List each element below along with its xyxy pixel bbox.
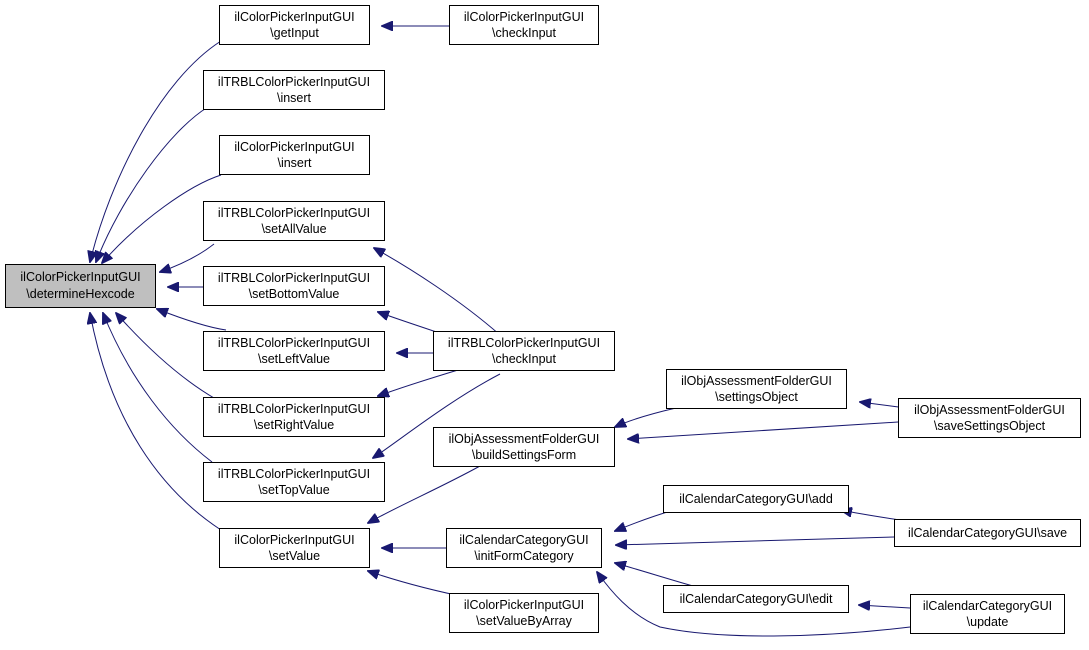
node-trbl-insert[interactable]: ilTRBLColorPickerInputGUI \insert: [203, 70, 385, 110]
edge-trbl-insert-to-root: [96, 106, 209, 262]
node-line1: ilTRBLColorPickerInputGUI: [448, 336, 600, 350]
edge-setLeftValue-to-root: [157, 309, 227, 331]
node-line2: \setRightValue: [254, 418, 334, 432]
node-line1: ilColorPickerInputGUI: [234, 140, 354, 154]
node-line1: ilCalendarCategoryGUI: [923, 599, 1052, 613]
node-cal-save[interactable]: ilCalendarCategoryGUI\save: [894, 519, 1081, 547]
node-trbl-setTopValue[interactable]: ilTRBLColorPickerInputGUI \setTopValue: [203, 462, 385, 502]
edge-save-to-initFormCategory: [616, 536, 895, 545]
node-line2: \buildSettingsForm: [472, 448, 576, 462]
node-line2: \setValueByArray: [476, 614, 572, 628]
node-line2: \setLeftValue: [258, 352, 330, 366]
node-cp-setValueByArray[interactable]: ilColorPickerInputGUI \setValueByArray: [449, 593, 599, 633]
node-line1: ilCalendarCategoryGUI\save: [908, 526, 1067, 540]
node-line2: \settingsObject: [715, 390, 798, 404]
node-line1: ilTRBLColorPickerInputGUI: [218, 467, 370, 481]
edge-add-to-initFormCategory: [615, 509, 675, 531]
node-trbl-setBottomValue[interactable]: ilTRBLColorPickerInputGUI \setBottomValu…: [203, 266, 385, 306]
node-line2: \checkInput: [492, 26, 556, 40]
node-line2: \setBottomValue: [249, 287, 340, 301]
node-line1: ilColorPickerInputGUI: [234, 533, 354, 547]
node-cp-getInput[interactable]: ilColorPickerInputGUI \getInput: [219, 5, 370, 45]
edge-trblCheck-to-setAllValue: [374, 248, 501, 336]
node-trbl-checkInput[interactable]: ilTRBLColorPickerInputGUI \checkInput: [433, 331, 615, 371]
node-line1: ilCalendarCategoryGUI\add: [679, 492, 833, 506]
node-line1: ilObjAssessmentFolderGUI: [681, 374, 832, 388]
node-line1: ilColorPickerInputGUI: [234, 10, 354, 24]
node-line2: \setAllValue: [261, 222, 326, 236]
edge-update-to-initFormCategory: [597, 572, 911, 637]
edge-buildSettingsForm-to-setValue: [368, 465, 481, 523]
node-line1: ilColorPickerInputGUI: [464, 598, 584, 612]
node-line1: ilTRBLColorPickerInputGUI: [218, 75, 370, 89]
node-line1: ilColorPickerInputGUI: [464, 10, 584, 24]
edge-getInput-to-root: [90, 40, 222, 262]
node-cp-insert[interactable]: ilColorPickerInputGUI \insert: [219, 135, 370, 175]
node-oaf-settingsObject[interactable]: ilObjAssessmentFolderGUI \settingsObject: [666, 369, 847, 409]
node-cp-setValue[interactable]: ilColorPickerInputGUI \setValue: [219, 528, 370, 568]
node-line2: \checkInput: [492, 352, 556, 366]
node-cal-add[interactable]: ilCalendarCategoryGUI\add: [663, 485, 849, 513]
edge-edit-to-initFormCategory: [615, 563, 694, 587]
edge-update-to-edit: [859, 605, 911, 608]
node-cal-edit[interactable]: ilCalendarCategoryGUI\edit: [663, 585, 849, 613]
node-line1: ilCalendarCategoryGUI: [459, 533, 588, 547]
node-line2: \setValue: [269, 549, 320, 563]
node-trbl-setAllValue[interactable]: ilTRBLColorPickerInputGUI \setAllValue: [203, 201, 385, 241]
node-cal-update[interactable]: ilCalendarCategoryGUI \update: [910, 594, 1065, 634]
node-line1: ilObjAssessmentFolderGUI: [449, 432, 600, 446]
node-line1: ilTRBLColorPickerInputGUI: [218, 402, 370, 416]
node-oaf-buildSettingsForm[interactable]: ilObjAssessmentFolderGUI \buildSettingsF…: [433, 427, 615, 467]
edge-trblCheck-to-setRightValue: [378, 369, 459, 396]
edge-cp-insert-to-root: [102, 174, 222, 263]
node-line1: ilCalendarCategoryGUI\edit: [680, 592, 833, 606]
node-trbl-setLeftValue[interactable]: ilTRBLColorPickerInputGUI \setLeftValue: [203, 331, 385, 371]
node-cp-checkInput[interactable]: ilColorPickerInputGUI \checkInput: [449, 5, 599, 45]
node-line1: ilTRBLColorPickerInputGUI: [218, 271, 370, 285]
edge-settingsObject-to-buildSettingsForm: [615, 407, 677, 427]
edge-setValue-to-root: [90, 313, 222, 531]
node-line2: \saveSettingsObject: [934, 419, 1046, 433]
node-line2: \insert: [277, 156, 312, 170]
node-line2: \update: [967, 615, 1009, 629]
node-cal-initFormCategory[interactable]: ilCalendarCategoryGUI \initFormCategory: [446, 528, 602, 568]
edge-setRightValue-to-root: [116, 313, 215, 399]
node-line2: \insert: [277, 91, 312, 105]
node-line2: \initFormCategory: [474, 549, 574, 563]
node-line2: \determineHexcode: [26, 287, 134, 301]
edge-setTopValue-to-root: [103, 313, 213, 463]
edge-saveSettingsObject-to-buildSettingsForm: [628, 421, 899, 439]
node-line1: ilObjAssessmentFolderGUI: [914, 403, 1065, 417]
node-trbl-setRightValue[interactable]: ilTRBLColorPickerInputGUI \setRightValue: [203, 397, 385, 437]
node-line1: ilColorPickerInputGUI: [20, 270, 140, 284]
edge-trblCheck-to-setTopValue: [373, 373, 501, 458]
edge-setAllValue-to-root: [160, 243, 215, 272]
node-line1: ilTRBLColorPickerInputGUI: [218, 206, 370, 220]
node-line1: ilTRBLColorPickerInputGUI: [218, 336, 370, 350]
node-root-determineHexcode[interactable]: ilColorPickerInputGUI \determineHexcode: [5, 264, 156, 308]
node-oaf-saveSettingsObject[interactable]: ilObjAssessmentFolderGUI \saveSettingsOb…: [898, 398, 1081, 438]
node-line2: \getInput: [270, 26, 319, 40]
edges: [90, 26, 911, 637]
node-line2: \setTopValue: [258, 483, 329, 497]
